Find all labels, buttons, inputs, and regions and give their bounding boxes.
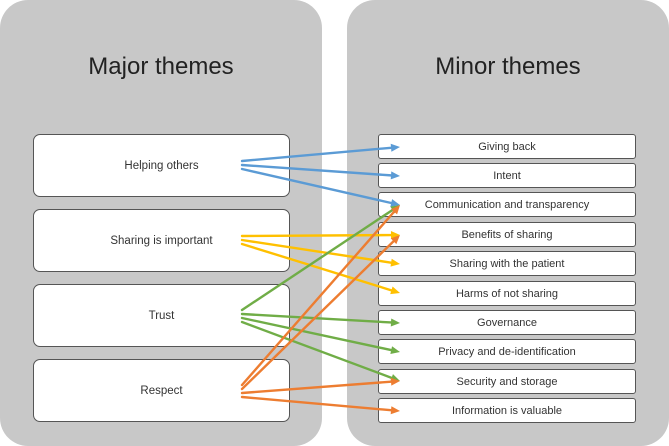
minor-theme-governance: Governance <box>378 310 636 335</box>
minor-theme-benefits-of-sharing: Benefits of sharing <box>378 222 636 247</box>
major-theme-sharing-is-important: Sharing is important <box>33 209 290 272</box>
minor-theme-communication: Communication and transparency <box>378 192 636 217</box>
major-theme-helping-others: Helping others <box>33 134 290 197</box>
minor-theme-giving-back: Giving back <box>378 134 636 159</box>
minor-theme-sharing-with-patient: Sharing with the patient <box>378 251 636 276</box>
minor-themes-title: Minor themes <box>435 53 581 80</box>
major-themes-title: Major themes <box>88 53 234 80</box>
minor-theme-intent: Intent <box>378 163 636 188</box>
minor-theme-harms-of-not-sharing: Harms of not sharing <box>378 281 636 306</box>
minor-theme-privacy: Privacy and de-identification <box>378 339 636 364</box>
minor-theme-security-and-storage: Security and storage <box>378 369 636 394</box>
minor-theme-information-is-valuable: Information is valuable <box>378 398 636 423</box>
major-theme-trust: Trust <box>33 284 290 347</box>
major-theme-respect: Respect <box>33 359 290 422</box>
